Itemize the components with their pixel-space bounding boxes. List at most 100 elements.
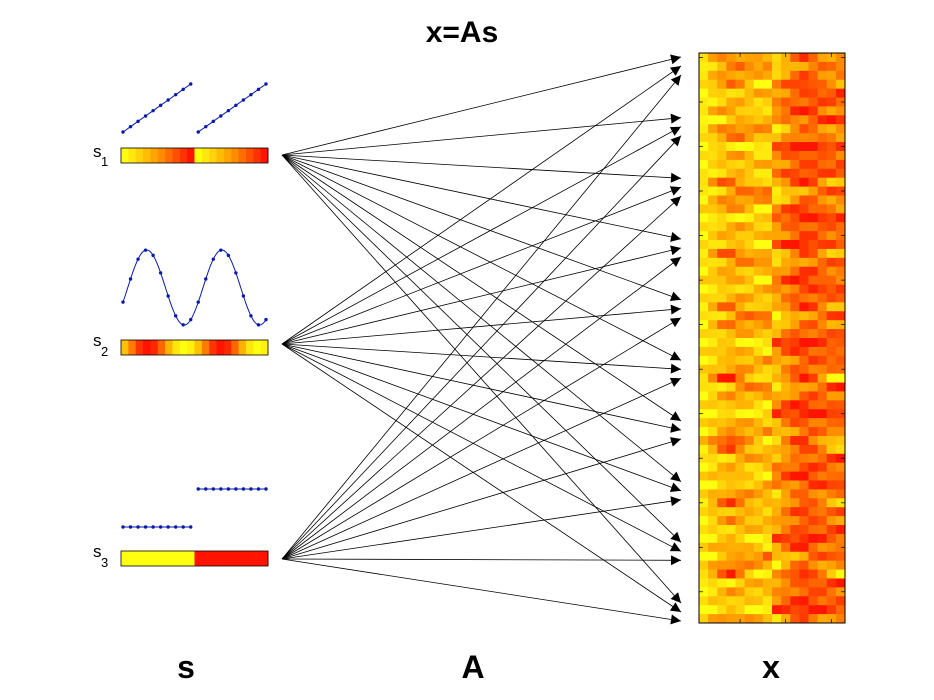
heatmap-cell bbox=[735, 560, 746, 570]
mixing-arrow bbox=[281, 437, 682, 560]
heatmap-cell bbox=[708, 471, 718, 481]
heatmap-cell bbox=[726, 507, 736, 517]
heatmap-cell bbox=[708, 222, 718, 232]
heatmap-cell bbox=[835, 293, 846, 303]
heatmap-cell bbox=[717, 302, 727, 312]
heatmap-cell bbox=[699, 115, 709, 125]
heatmap-cell bbox=[817, 498, 828, 508]
heatmap-cell bbox=[835, 213, 846, 223]
heatmap-cell bbox=[835, 462, 846, 472]
heatmap-cell bbox=[708, 435, 718, 446]
heatmap-cell bbox=[753, 338, 764, 348]
heatmap-cell bbox=[699, 605, 709, 615]
heatmap-cell bbox=[808, 195, 819, 205]
mixing-arrow bbox=[281, 154, 682, 361]
heatmap-cell bbox=[717, 489, 727, 499]
heatmap-cell bbox=[790, 133, 800, 143]
heatmap-cell bbox=[762, 311, 773, 321]
heatmap-cell bbox=[744, 53, 755, 63]
heatmap-cell bbox=[781, 382, 791, 392]
heatmap-cell bbox=[826, 248, 837, 259]
mixing-arrow bbox=[281, 54, 682, 156]
heatmap-cell bbox=[772, 346, 782, 357]
heatmap-cell bbox=[762, 115, 773, 125]
heatmap-cell bbox=[726, 435, 736, 446]
waveform-point bbox=[256, 87, 261, 92]
heatmap-cell bbox=[708, 97, 718, 107]
heatmap-cell bbox=[799, 240, 809, 250]
heatmap-cell bbox=[790, 311, 800, 321]
heatmap-cell bbox=[717, 614, 727, 624]
heatmap-cell bbox=[753, 222, 764, 232]
heatmap-cell bbox=[799, 542, 809, 553]
heatmap-cell bbox=[726, 320, 736, 330]
heatmap-cell bbox=[826, 462, 837, 472]
heatmap-cell bbox=[753, 471, 764, 481]
heatmap-cell bbox=[699, 560, 709, 570]
heatmap-cell bbox=[708, 560, 718, 570]
heatmap-cell bbox=[772, 213, 782, 223]
heatmap-cell bbox=[826, 569, 837, 579]
waveform-point bbox=[226, 487, 231, 491]
heatmap-cell bbox=[753, 525, 764, 535]
heatmap-cell bbox=[744, 186, 755, 196]
heatmap-cell bbox=[726, 480, 736, 490]
heatmap-cell bbox=[708, 150, 718, 161]
heatmap-cell bbox=[790, 409, 800, 419]
heatmap-cell bbox=[835, 53, 846, 63]
mixing-arrow bbox=[281, 555, 682, 566]
heatmap-cell bbox=[808, 507, 819, 517]
heatmap-cell bbox=[726, 53, 736, 63]
heatmap-cell bbox=[817, 240, 828, 250]
heatmap-cell bbox=[726, 569, 736, 579]
colorbar-cell bbox=[157, 340, 166, 355]
heatmap-cell bbox=[699, 587, 709, 597]
heatmap-cell bbox=[817, 542, 828, 553]
heatmap-cell bbox=[799, 551, 809, 562]
heatmap-cell bbox=[717, 53, 727, 63]
heatmap-cell bbox=[753, 106, 764, 116]
heatmap-cell bbox=[717, 266, 727, 277]
heatmap-cell bbox=[726, 97, 736, 107]
heatmap-cell bbox=[826, 186, 837, 196]
colorbar-cell bbox=[143, 340, 151, 355]
heatmap-cell bbox=[735, 480, 746, 490]
heatmap-cell bbox=[817, 507, 828, 517]
heatmap-cell bbox=[781, 311, 791, 321]
heatmap-cell bbox=[808, 231, 819, 241]
heatmap-cell bbox=[735, 391, 746, 401]
heatmap-cell bbox=[835, 257, 846, 268]
heatmap-cell bbox=[699, 159, 709, 170]
heatmap-cell bbox=[762, 507, 773, 517]
heatmap-cell bbox=[708, 124, 718, 134]
heatmap-cell bbox=[799, 222, 809, 232]
source-s3-colorbar bbox=[120, 550, 269, 567]
heatmap-cell bbox=[753, 142, 764, 152]
heatmap-cell bbox=[772, 257, 782, 268]
waveform-point bbox=[158, 103, 163, 108]
heatmap-cell bbox=[781, 338, 791, 348]
heatmap-cell bbox=[781, 204, 791, 214]
heatmap-cell bbox=[835, 133, 846, 143]
heatmap-cell bbox=[744, 355, 755, 366]
heatmap-cell bbox=[799, 329, 809, 339]
heatmap-cell bbox=[717, 222, 727, 232]
heatmap-cell bbox=[753, 489, 764, 499]
heatmap-cell bbox=[753, 596, 764, 606]
heatmap-cell bbox=[790, 222, 800, 232]
heatmap-cell bbox=[762, 257, 773, 268]
heatmap-cell bbox=[835, 605, 846, 615]
heatmap-cell bbox=[790, 614, 800, 624]
heatmap-cell bbox=[781, 587, 791, 597]
heatmap-cell bbox=[817, 435, 828, 446]
heatmap-cell bbox=[735, 409, 746, 419]
heatmap-cell bbox=[735, 293, 746, 303]
heatmap-cell bbox=[753, 320, 764, 330]
heatmap-cell bbox=[717, 88, 727, 98]
heatmap-cell bbox=[808, 338, 819, 348]
heatmap-cell bbox=[744, 168, 755, 179]
heatmap-cell bbox=[835, 373, 846, 383]
heatmap-cell bbox=[762, 266, 773, 277]
heatmap-cell bbox=[772, 150, 782, 161]
heatmap-cell bbox=[808, 435, 819, 446]
